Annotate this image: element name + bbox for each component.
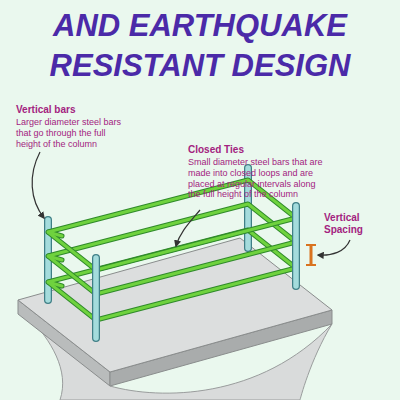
callout-heading: Vertical bars (16, 104, 136, 116)
vertical-bar (293, 206, 299, 286)
leader-line (176, 210, 200, 246)
vertical-bar (93, 258, 99, 338)
title: AND EARTHQUAKE RESISTANT DESIGN (20, 6, 380, 86)
tie-hook (48, 232, 62, 236)
vertical-bar (92, 258, 100, 338)
tie-hook (48, 282, 62, 286)
callout-text: Larger diameter steel bars that go throu… (16, 117, 128, 149)
vertical-bar (292, 206, 300, 286)
leader-line (32, 152, 44, 218)
leader-line (318, 240, 350, 255)
tie-hook (48, 256, 62, 260)
callout-heading: Closed Ties (188, 144, 338, 156)
callout-heading: Vertical Spacing (324, 212, 394, 236)
spacing-marker (306, 245, 316, 265)
callout-text: Small diameter steel bars that are made … (188, 157, 328, 200)
